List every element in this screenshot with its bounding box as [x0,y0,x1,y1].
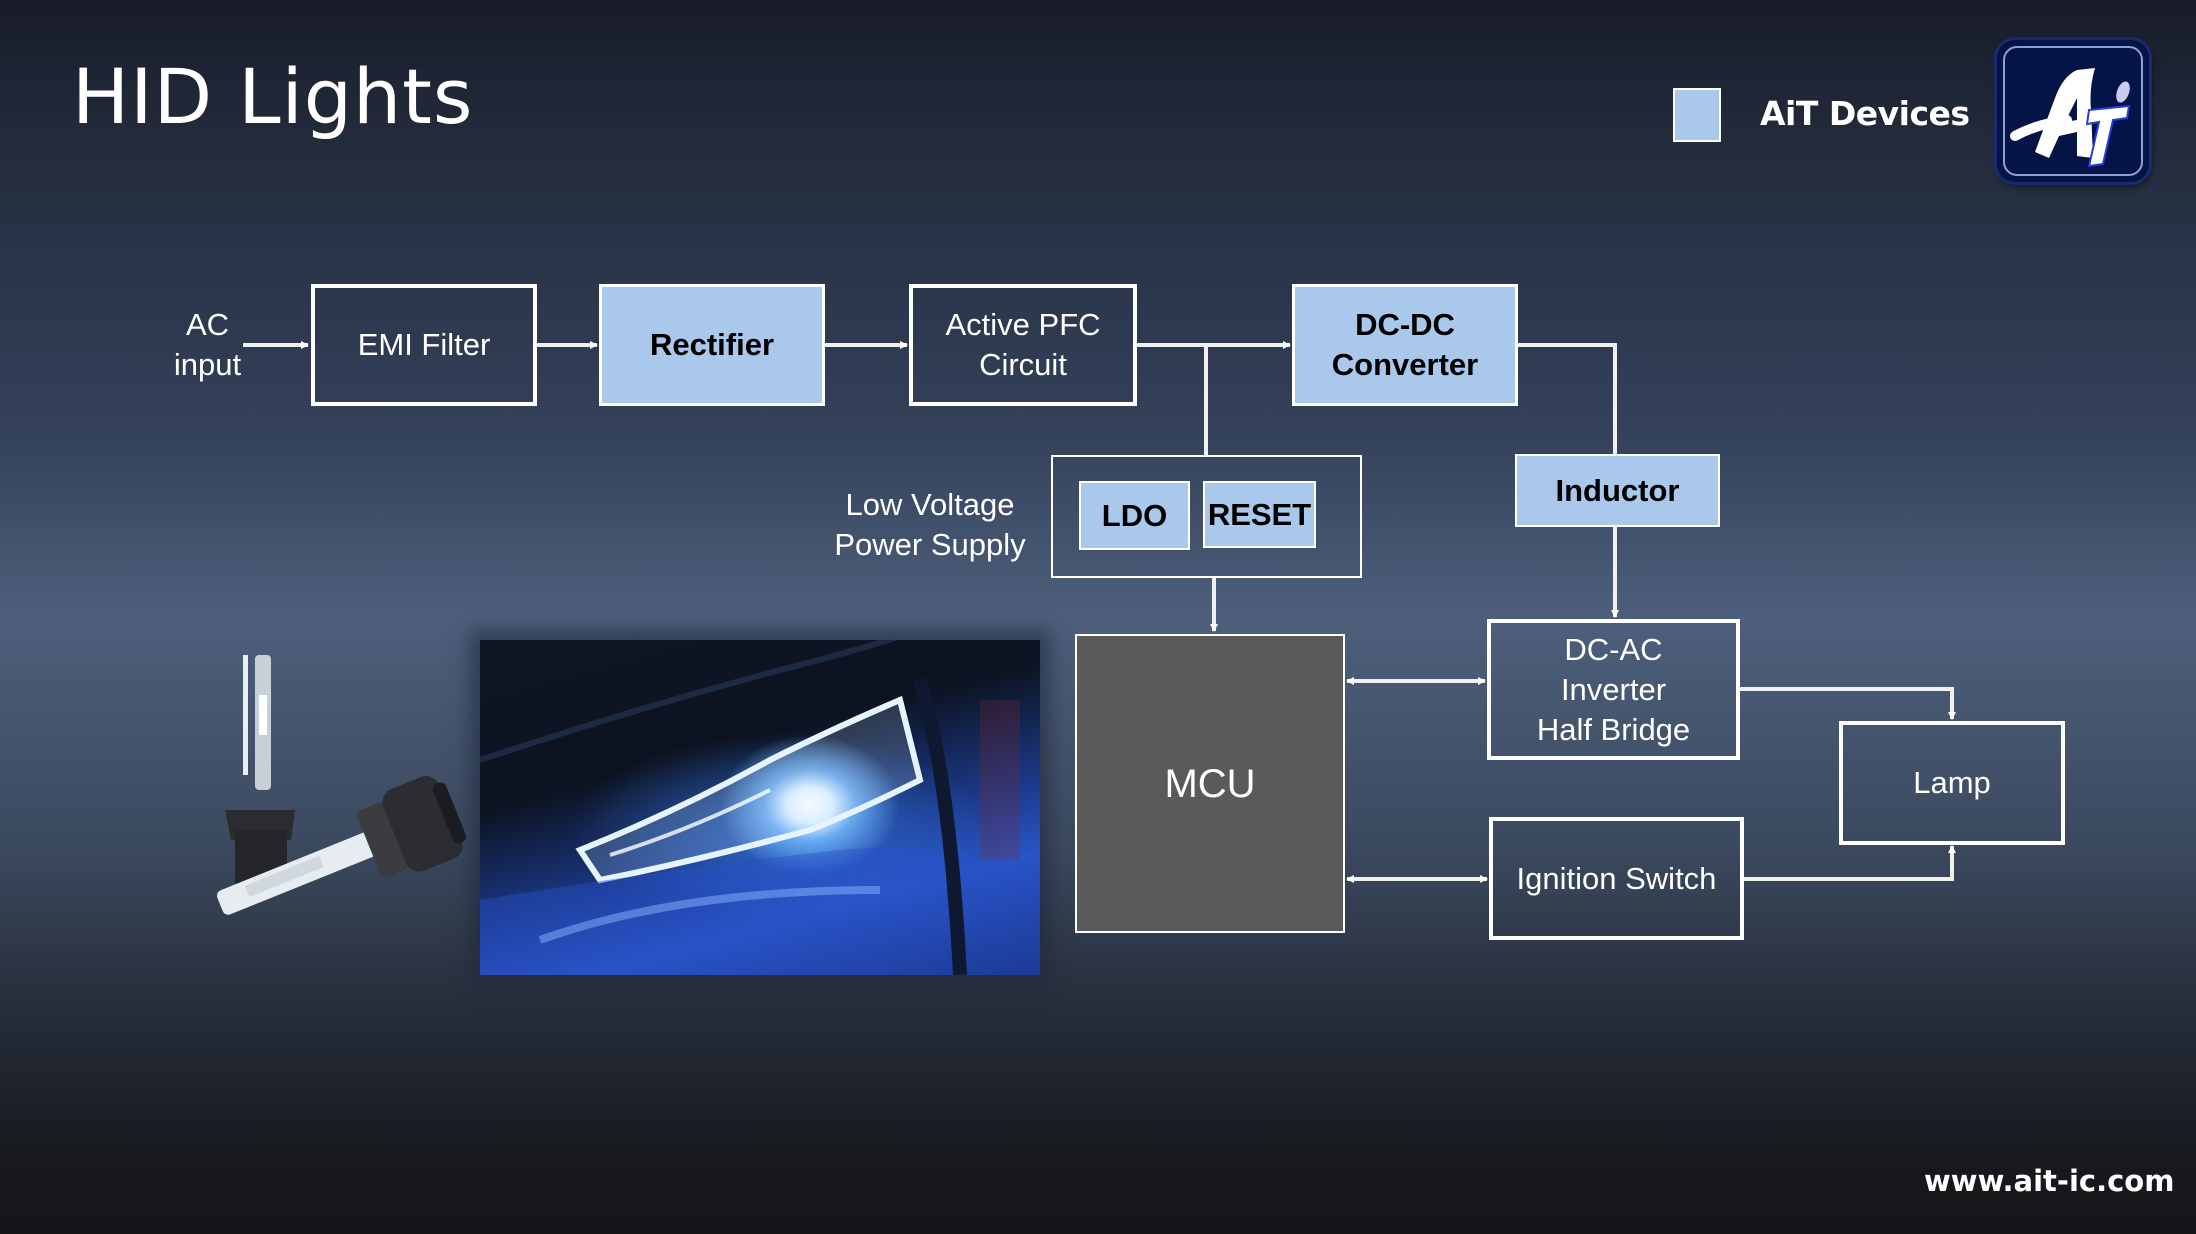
arrow-ignition-to-lamp [1744,845,1956,881]
footer-url[interactable]: www.ait-ic.com [1924,1164,2175,1198]
lamp-label: Lamp [1913,765,1991,800]
rectifier-label: Rectifier [649,327,775,362]
block-ignition-switch: Ignition Switch [1489,817,1744,940]
lvps-label: Low Voltage Power Supply [810,485,1050,565]
block-rectifier: Rectifier [599,284,825,406]
lvps-line1: Low Voltage [845,487,1015,522]
pfc-line2: Circuit [979,347,1067,382]
dcac-line1: DC-AC [1564,631,1663,667]
block-dcdc-converter: DC-DC Converter [1292,284,1518,406]
block-active-pfc: Active PFC Circuit [909,284,1137,406]
inductor-label: Inductor [1555,472,1680,508]
legend-label: AiT Devices [1760,94,1970,133]
lvps-line2: Power Supply [834,527,1026,562]
block-low-voltage-power-supply [1051,455,1362,578]
ac-input-line1: AC [185,307,230,342]
slide-title: HID Lights [72,52,474,141]
ait-logo-glyph [2010,68,2131,168]
ac-input-label: AC input [160,305,255,385]
block-dcac-inverter: DC-AC Inverter Half Bridge [1487,619,1740,760]
pfc-line1: Active PFC [945,307,1101,342]
ac-input-line2: input [173,347,242,382]
block-reset: RESET [1203,481,1316,548]
car-headlight-photo [480,640,1040,975]
block-emi-filter: EMI Filter [311,284,537,406]
arrow-dcac-to-lamp [1740,687,1956,720]
line-dcdc-to-inductor [1518,343,1617,454]
ait-logo-icon [1997,40,2149,182]
ldo-label: LDO [1101,497,1168,533]
dcdc-line2: Converter [1331,347,1479,382]
dcac-line3: Half Bridge [1536,711,1691,747]
emi-filter-label: EMI Filter [357,327,491,362]
block-inductor: Inductor [1515,454,1720,527]
ignition-label: Ignition Switch [1516,860,1717,896]
mcu-label: MCU [1164,761,1256,806]
reset-label: RESET [1207,496,1312,532]
block-lamp: Lamp [1839,721,2065,845]
dcdc-line1: DC-DC [1355,307,1455,342]
hid-bulbs-photo [195,640,470,930]
dcac-line2: Inverter [1560,671,1667,707]
legend-swatch [1673,88,1721,142]
block-ldo: LDO [1079,481,1190,550]
block-mcu: MCU [1075,634,1345,933]
